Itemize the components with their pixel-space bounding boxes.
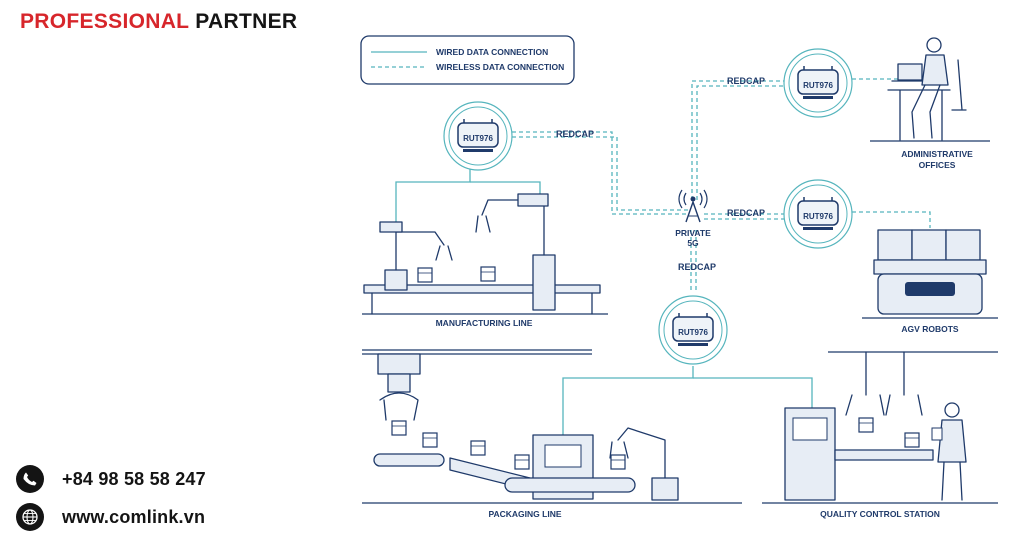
legend-wireless-label: WIRELESS DATA CONNECTION: [436, 62, 564, 72]
contact-phone[interactable]: +84 98 58 58 247: [16, 465, 206, 493]
conveyor-belt: [373, 453, 445, 467]
box-icon: [858, 417, 874, 433]
box-icon: [391, 420, 407, 436]
router-packaging: RUT976: [658, 295, 728, 365]
phone-icon: [16, 465, 44, 493]
box-icon: [417, 267, 433, 283]
worker-icon: [931, 402, 967, 501]
box-icon: [480, 266, 496, 282]
laptop-icon: [897, 63, 923, 81]
contact-website[interactable]: www.comlink.vn: [16, 503, 205, 531]
router-model: RUT976: [803, 212, 833, 221]
area-label-admin-1: ADMINISTRATIVE: [901, 149, 973, 159]
area-label-agv: AGV ROBOTS: [901, 324, 958, 334]
router-agv: RUT976: [783, 179, 853, 249]
link-label-manufacturing: REDCAP: [556, 129, 594, 139]
robot-arm-icon: [609, 427, 679, 501]
tower-label-5g: 5G: [687, 238, 699, 248]
manufacturing-line-scene: [362, 193, 608, 315]
conveyor-belt: [363, 284, 601, 294]
tower-label-private: PRIVATE: [675, 228, 711, 238]
gripper-icon: [377, 353, 421, 436]
link-label-packaging: REDCAP: [678, 262, 716, 272]
link-label-admin: REDCAP: [727, 76, 765, 86]
wireless-links: [512, 78, 931, 292]
phone-number: +84 98 58 58 247: [62, 468, 206, 489]
box-icon: [422, 432, 438, 448]
cell-tower-icon: [678, 189, 708, 223]
legend-wired-label: WIRED DATA CONNECTION: [436, 47, 548, 57]
globe-icon: [16, 503, 44, 531]
worker-icon: [911, 37, 949, 139]
area-label-manufacturing: MANUFACTURING LINE: [436, 318, 533, 328]
box-icon: [610, 454, 626, 470]
agv-robot-scene: [862, 229, 998, 319]
area-label-quality: QUALITY CONTROL STATION: [820, 509, 940, 519]
router-admin: RUT976: [783, 48, 853, 118]
brand-accent: PROFESSIONAL: [20, 10, 190, 33]
packaging-line-scene: [362, 349, 742, 504]
box-icon: [470, 440, 486, 456]
brand-rest: PARTNER: [195, 10, 298, 33]
admin-office-scene: [870, 37, 990, 142]
robot-arm-icon: [475, 193, 556, 311]
router-model: RUT976: [463, 134, 493, 143]
box-icon: [904, 432, 920, 448]
area-label-packaging: PACKAGING LINE: [488, 509, 561, 519]
legend: WIRED DATA CONNECTION WIRELESS DATA CONN…: [360, 35, 575, 85]
wired-links: [395, 165, 813, 435]
area-label-admin-2: OFFICES: [919, 160, 956, 170]
router-manufacturing: RUT976: [443, 101, 513, 171]
router-model: RUT976: [803, 81, 833, 90]
router-model: RUT976: [678, 328, 708, 337]
link-label-agv: REDCAP: [727, 208, 765, 218]
box-icon: [514, 454, 530, 470]
quality-control-scene: [762, 351, 998, 504]
website-url: www.comlink.vn: [62, 506, 206, 527]
robot-arm-icon: [379, 221, 453, 291]
